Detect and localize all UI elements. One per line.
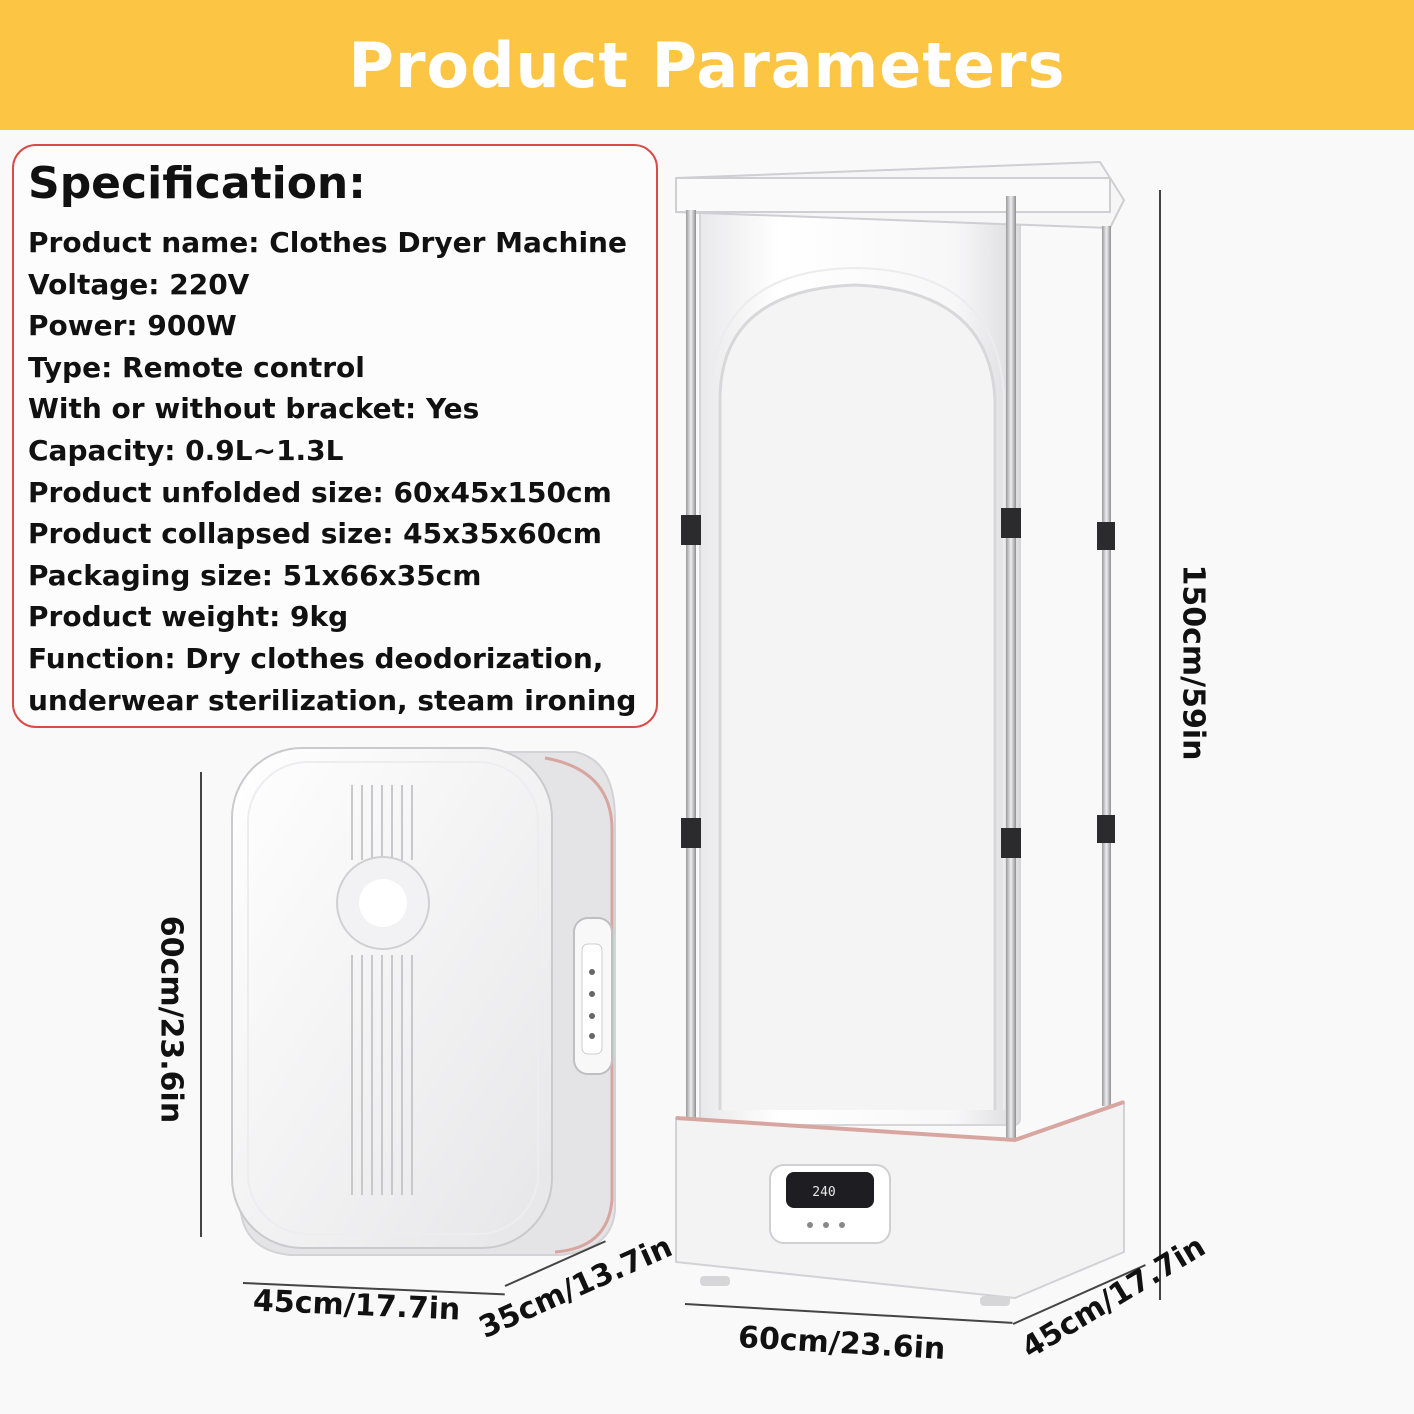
spec-line: Voltage: 220V [28, 267, 250, 301]
collapsed-dryer-image [231, 747, 616, 1256]
spec-line: Product name: Clothes Dryer Machine [28, 226, 627, 259]
specification-heading: Specification: [28, 158, 366, 209]
spec-line: Power: 900W [28, 309, 237, 343]
spec-line: Type: Remote control [28, 350, 365, 384]
small-height-label: 60cm/23.6in [153, 915, 189, 1124]
tall-height-label: 150cm/59in [1175, 564, 1211, 761]
spec-line: Packaging size: 51x66x35cm [28, 558, 482, 592]
specification-panel: Specification: Product name: Clothes Dry… [12, 144, 658, 728]
page-title: Product Parameters [348, 28, 1066, 102]
spec-line: Capacity: 0.9L~1.3L [28, 433, 344, 467]
spec-line: Product collapsed size: 45x35x60cm [28, 517, 602, 551]
unfolded-dryer-image: 240 [675, 160, 1126, 1306]
display-readout: 240 [812, 1185, 835, 1200]
spec-line: Product unfolded size: 60x45x150cm [28, 475, 612, 509]
control-display [786, 1172, 874, 1208]
height-dimension-line [200, 772, 202, 1237]
header-banner: Product Parameters [0, 0, 1414, 130]
spec-line: With or without bracket: Yes [28, 392, 480, 426]
spec-line: underwear sterilization, steam ironing [28, 683, 637, 717]
spec-line: Product weight: 9kg [28, 600, 349, 634]
height-dimension-line [1159, 190, 1161, 1300]
spec-line: Function: Dry clothes deodorization, [28, 641, 604, 675]
